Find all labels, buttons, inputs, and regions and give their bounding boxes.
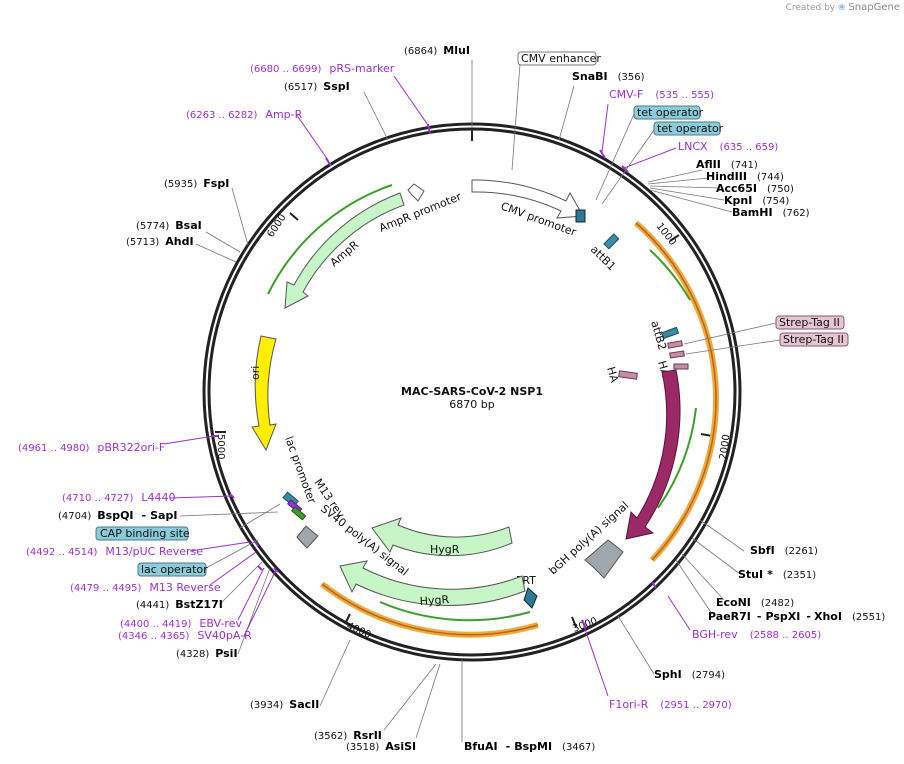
strep-leader-1: [683, 322, 777, 345]
orange-orf-right-inner: [635, 222, 717, 561]
attb2-label: attB2: [648, 319, 669, 351]
site-acc65i[interactable]: Acc65I(750): [716, 182, 794, 195]
tet-operator-box-2[interactable]: tet operator: [653, 121, 724, 136]
primer-sv40pa-r[interactable]: (4346 .. 4365)SV40pA-R: [118, 629, 252, 642]
orange-orf-bottom-inner: [321, 583, 539, 636]
ampr-promoter-arrow[interactable]: [407, 183, 425, 202]
attb2-marker: [660, 326, 680, 340]
lac-operator-text: lac operator: [141, 563, 208, 576]
tet-operator-box-1[interactable]: tet operator: [633, 105, 704, 120]
tet-leader-1: [595, 113, 635, 201]
cmv-enhancer-box[interactable]: CMV enhancer: [517, 51, 601, 66]
primer-m13-reverse[interactable]: (4479 .. 4495)M13 Reverse: [70, 581, 221, 594]
site-sspi[interactable]: (6517)SspI: [284, 80, 350, 93]
lac-region-marker-3: [291, 506, 307, 521]
site-sbfi[interactable]: SbfI(2261): [750, 544, 818, 557]
strep-tag-text-2: Strep-Tag II: [783, 333, 844, 346]
tet-leader-2: [601, 129, 655, 205]
tick-4000: 4000: [345, 621, 373, 641]
strep-tag-marker-2: [669, 350, 685, 359]
tick-2000: 2000: [718, 434, 732, 461]
attb1-label: attB1: [588, 243, 618, 273]
ori-label: ori: [249, 366, 262, 380]
bgh-polya-label: bGH poly(A) signal: [546, 499, 631, 577]
site-snabi[interactable]: SnaBI(356): [572, 70, 645, 83]
strep-tag-text-1: Strep-Tag II: [779, 316, 840, 329]
hygr-label-inner: HygR: [430, 543, 460, 556]
plasmid-name: MAC-SARS-CoV-2 NSP1: [401, 385, 543, 398]
attb1-marker: [603, 233, 620, 250]
site-asisi[interactable]: (3518)AsiSI: [346, 740, 416, 753]
tick-marks: [215, 128, 713, 628]
hygr-arrow-outer[interactable]: [339, 560, 526, 606]
primer-cmv-f[interactable]: CMV-F(535 .. 555): [609, 88, 714, 101]
site-bstz17i[interactable]: (4441)BstZ17I: [136, 598, 223, 611]
tet-operator-text-1: tet operator: [637, 106, 704, 119]
site-aflii[interactable]: AflII(741): [696, 158, 758, 171]
sv40-polya-marker[interactable]: [296, 525, 319, 549]
primer-lncx[interactable]: LNCX(635 .. 659): [678, 140, 778, 153]
site-kpni[interactable]: KpnI(754): [724, 194, 789, 207]
ha-marker-2: [618, 370, 638, 380]
primer-bgh-rev[interactable]: BGH-rev(2588 .. 2605): [692, 628, 821, 641]
primer-l4440[interactable]: (4710 .. 4727)L4440: [62, 491, 176, 504]
site-stui[interactable]: StuI*(2351): [738, 568, 816, 581]
site-bsai[interactable]: (5774)BsaI: [136, 219, 202, 232]
strep-leader-2: [685, 339, 781, 355]
primer-pbr322ori-f[interactable]: (4961 .. 4980)pBR322ori-F: [18, 441, 165, 454]
credit-prefix: Created by: [785, 3, 836, 13]
ha-marker-1: [673, 363, 689, 370]
hygr-arrow-inner[interactable]: [371, 517, 513, 557]
site-bspqi[interactable]: (4704)BspQI-SapI: [58, 509, 177, 522]
green-orf-bottom: [379, 601, 531, 622]
site-mlui[interactable]: (6864)MluI: [404, 44, 470, 57]
bgh-polya-marker[interactable]: [584, 539, 624, 579]
snapgene-logo-icon: ❀: [838, 3, 846, 13]
primer-prs-marker[interactable]: (6680 .. 6699)pRS-marker: [250, 62, 395, 75]
strep-tag-box-1[interactable]: Strep-Tag II: [775, 315, 845, 330]
leader-lines: [179, 60, 745, 742]
site-rsrii[interactable]: (3562)RsrII: [314, 729, 382, 742]
site-sphi[interactable]: SphI(2794): [654, 668, 725, 681]
frt-marker: [523, 587, 538, 609]
site-paer7i[interactable]: PaeR7I-PspXI-XhoI(2551): [708, 610, 885, 623]
strep-tag-box-2[interactable]: Strep-Tag II: [779, 332, 849, 347]
ha-label-2: HA: [604, 365, 621, 384]
primer-ebv-rev[interactable]: (4400 .. 4419)EBV-rev: [120, 617, 242, 630]
site-bfuai[interactable]: BfuAI-BspMI(3467): [464, 740, 595, 753]
cmv-enhancer-text: CMV enhancer: [521, 52, 601, 65]
site-ahdi[interactable]: (5713)AhdI: [126, 235, 194, 248]
ori-arrow[interactable]: [251, 335, 277, 452]
site-bamhi[interactable]: BamHI(762): [732, 206, 810, 219]
cap-binding-site-text: CAP binding site: [100, 527, 190, 540]
snapgene-credit: Created by ❀ SnapGene: [786, 2, 900, 13]
tick-5000: 5000: [215, 434, 226, 459]
primer-m13-puc-reverse[interactable]: (4492 .. 4514)M13/pUC Reverse: [26, 545, 203, 558]
cap-binding-site-box[interactable]: CAP binding site: [95, 526, 190, 541]
credit-brand: SnapGene: [848, 2, 900, 13]
ampr-orf-line: [267, 184, 393, 295]
strep-tag-marker-1: [667, 340, 683, 349]
site-psii[interactable]: (4328)PsiI: [176, 647, 238, 660]
site-hindiii[interactable]: HindIII(744): [706, 170, 784, 183]
site-sacii[interactable]: (3934)SacII: [250, 698, 319, 711]
ampr-arrow[interactable]: [284, 192, 405, 309]
primer-amp-r[interactable]: (6263 .. 6282)Amp-R: [186, 108, 303, 121]
site-fspi[interactable]: (5935)FspI: [164, 177, 229, 190]
primer-f1ori-r[interactable]: F1ori-R(2951 .. 2970): [609, 698, 732, 711]
lac-operator-box[interactable]: lac operator: [137, 562, 208, 577]
primer-ticks: [212, 123, 657, 629]
green-orf-right-2: [657, 407, 697, 509]
hygr-label-outer: HygR: [419, 593, 450, 608]
cmv-junction-marker: [575, 209, 586, 223]
green-orf-right-1: [649, 249, 691, 301]
site-econi[interactable]: EcoNI(2482): [716, 596, 794, 609]
primer-lines: [163, 75, 691, 697]
bira-arrow[interactable]: [625, 369, 681, 540]
tet-operator-text-2: tet operator: [657, 122, 724, 135]
plasmid-length: 6870 bp: [449, 398, 494, 411]
